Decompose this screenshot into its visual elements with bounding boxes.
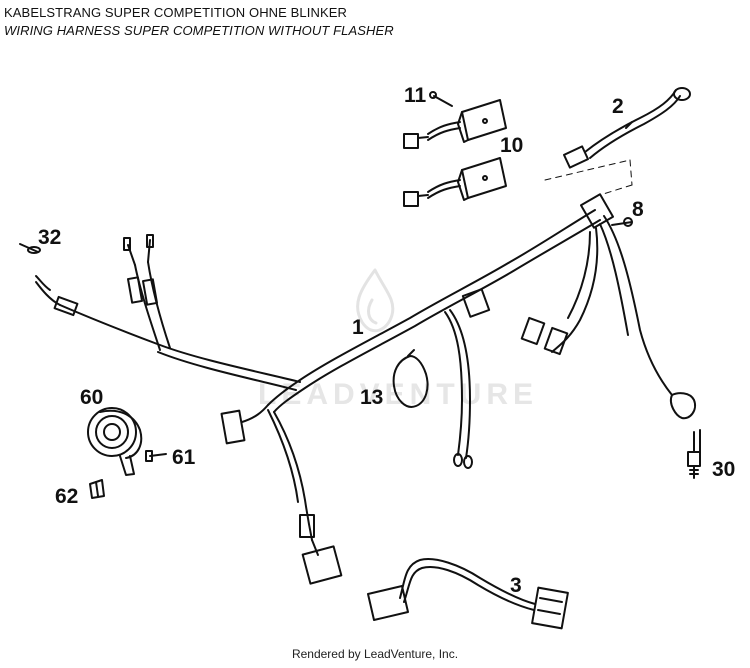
callout-10: 10 — [500, 134, 524, 157]
callout-30: 30 — [712, 458, 736, 481]
screw-part-8 — [611, 217, 633, 227]
relay-part-10-upper — [403, 99, 507, 149]
cable-tie-part-13 — [392, 349, 429, 408]
relay-part-10-lower — [403, 157, 507, 207]
diagram-title-english: WIRING HARNESS SUPER COMPETITION WITHOUT… — [4, 23, 394, 38]
callout-32: 32 — [38, 226, 62, 249]
footer-credit: Rendered by LeadVenture, Inc. — [291, 647, 459, 661]
callout-2: 2 — [612, 95, 624, 118]
watermark-logo — [356, 268, 395, 333]
cable-part-2 — [562, 87, 691, 169]
diagram-title-german: KABELSTRANG SUPER COMPETITION OHNE BLINK… — [4, 5, 347, 20]
callout-11: 11 — [404, 84, 427, 107]
callout-13: 13 — [360, 386, 384, 409]
dashed-guide-lines — [544, 159, 633, 196]
screw-part-11 — [429, 91, 453, 107]
cable-part-3 — [367, 558, 569, 630]
horn-part-60 — [87, 407, 143, 476]
callout-3: 3 — [510, 574, 522, 597]
clip-part-62 — [89, 479, 105, 499]
fuse-part-32 — [19, 243, 51, 291]
callout-1: 1 — [352, 316, 364, 339]
callout-61: 61 — [172, 446, 196, 469]
switch-part-30 — [687, 429, 701, 479]
main-harness-part-1 — [35, 193, 696, 585]
bolt-part-61 — [145, 450, 167, 462]
callout-60: 60 — [80, 386, 104, 409]
callout-62: 62 — [55, 485, 79, 508]
callout-8: 8 — [632, 198, 644, 221]
